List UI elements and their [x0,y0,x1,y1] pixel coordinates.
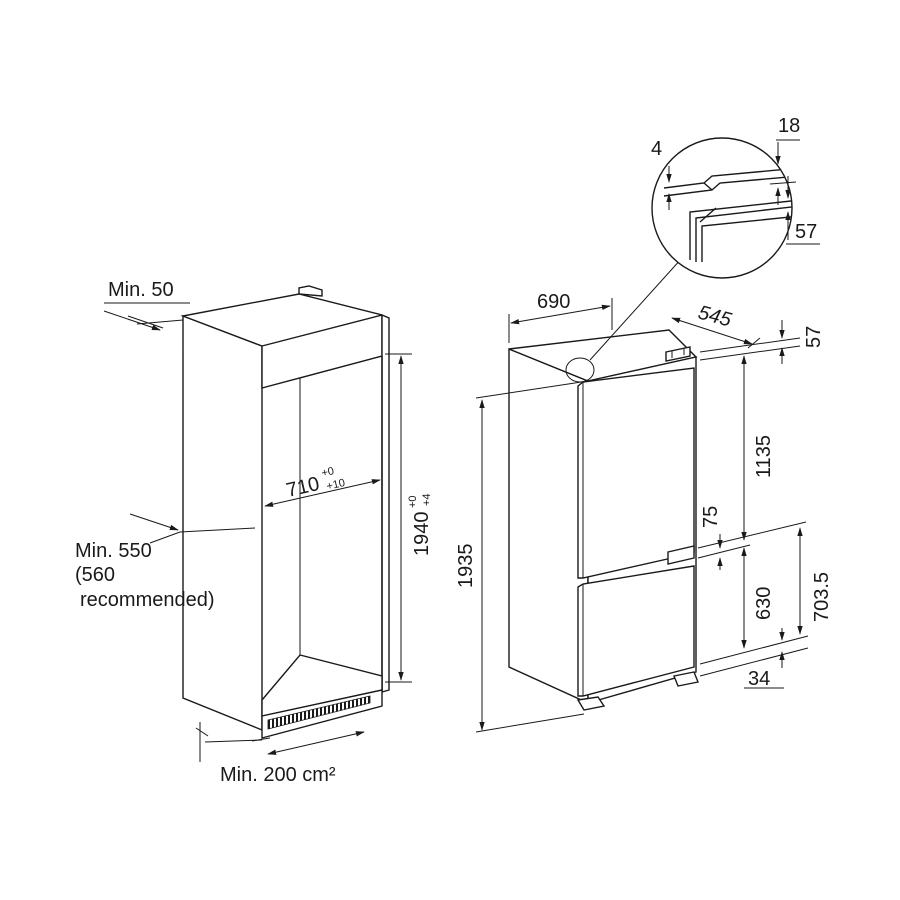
appliance-height-dimension: 1935 [455,380,589,733]
min550-dimension: Min. 550 (560 recommended) [75,513,256,611]
appliance-width-label: 690 [537,291,570,313]
min550-label: Min. 550 [75,540,152,562]
detail-18-label: 18 [778,115,800,137]
niche-height-value: 1940 [411,512,433,557]
niche-width-value: 710 [284,473,321,502]
appliance [508,257,699,711]
bottom-offset-label: 34 [748,668,770,690]
middle-hinge [667,545,695,565]
door-gap-dimension: 75 [697,506,807,570]
top-offset-dimension: 57 [699,320,825,364]
niche-width-tol-upper: +0 [320,465,335,480]
bottom-foot-right [673,671,699,687]
appliance-height-label: 1935 [455,544,477,589]
cabinet-top-bracket [298,285,323,297]
niche-height-dimension: 1940 +0 +4 [385,353,433,683]
niche-width-tol-lower: +10 [325,477,346,493]
niche-width-dimension: 710 +0 +10 [264,465,381,507]
freezer-door-label: 630 [753,587,775,620]
top-offset-label: 57 [803,326,825,348]
detail-dimensions: 4 18 57 [651,115,820,245]
appliance-side [508,347,589,705]
niche-height-tol-upper: +0 [407,495,419,508]
appliance-depth-dimension: 545 [671,302,761,349]
detail-4-label: 4 [651,138,662,160]
freezer-door-dimension: 630 [741,547,775,649]
min50-dimension: Min. 50 [103,279,190,331]
bottom-foot-left [576,696,606,711]
min200-dimension: Min. 200 cm² [195,722,365,786]
detail-view [651,137,793,279]
cabinet-side-panel [182,314,263,732]
fridge-door-dimension: 1135 [741,355,775,541]
freezer-total-dimension: 703.5 [699,527,833,665]
door-gap-label: 75 [700,506,722,528]
detail-57-label: 57 [795,221,817,243]
fridge-door [577,367,695,579]
bottom-offset-dimension: 34 [699,628,809,690]
recommended-line1: (560 [75,564,115,586]
cabinet-right-column [381,313,390,693]
cabinet-bottom-shelf [261,654,383,717]
niche-height-tol-lower: +4 [421,493,433,506]
min200-label: Min. 200 cm² [220,764,336,786]
fridge-door-label: 1135 [753,435,775,478]
freezer-total-label: 703.5 [811,572,833,622]
recommended-line2: recommended) [80,589,215,611]
appliance-width-dimension: 690 [508,291,613,343]
ventilation-grille [267,695,371,730]
min50-label: Min. 50 [108,279,174,301]
niche-cabinet [180,285,390,742]
